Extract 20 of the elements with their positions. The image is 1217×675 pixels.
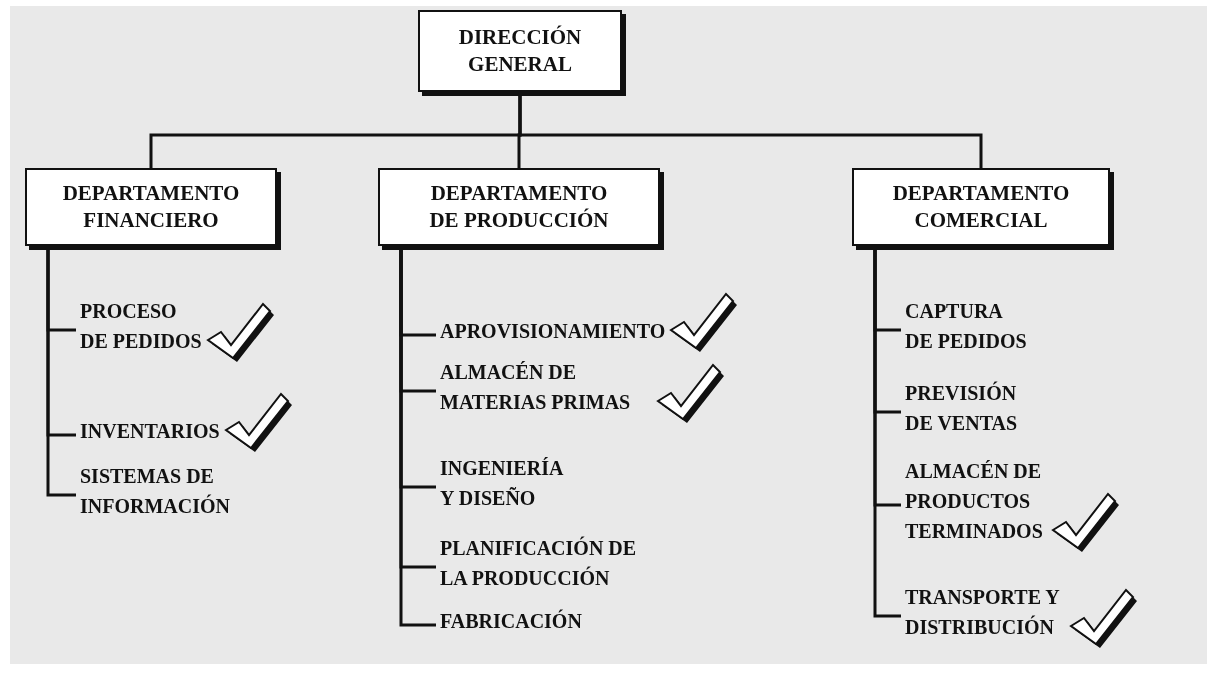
function-label: PLANIFICACIÓN DE LA PRODUCCIÓN	[440, 533, 640, 593]
connector-line	[46, 248, 76, 497]
function-label: CAPTURA DE PEDIDOS	[905, 296, 1027, 356]
box-title: DEPARTAMENTO DE PRODUCCIÓN	[428, 180, 610, 234]
function-label: PREVISIÓN DE VENTAS	[905, 378, 1032, 438]
function-label: ALMACÉN DE MATERIAS PRIMAS	[440, 357, 652, 417]
function-label: PROCESO DE PEDIDOS	[80, 296, 202, 356]
function-label: TRANSPORTE Y DISTRIBUCIÓN	[905, 582, 1065, 642]
function-label: INVENTARIOS	[80, 416, 220, 446]
function-label: ALMACÉN DE PRODUCTOS TERMINADOS	[905, 456, 1047, 546]
function-label: FABRICACIÓN	[440, 606, 582, 636]
box-title: DIRECCIÓN GENERAL	[457, 24, 583, 78]
function-label: APROVISIONAMIENTO	[440, 316, 666, 346]
box-title: DEPARTAMENTO FINANCIERO	[61, 180, 241, 234]
function-label: INGENIERÍA Y DISEÑO	[440, 453, 572, 513]
connector-line	[518, 94, 983, 168]
connector-line	[399, 248, 436, 627]
connector-line	[873, 248, 901, 618]
box-title: DEPARTAMENTO COMERCIAL	[891, 180, 1071, 234]
function-label: SISTEMAS DE INFORMACIÓN	[80, 461, 245, 521]
